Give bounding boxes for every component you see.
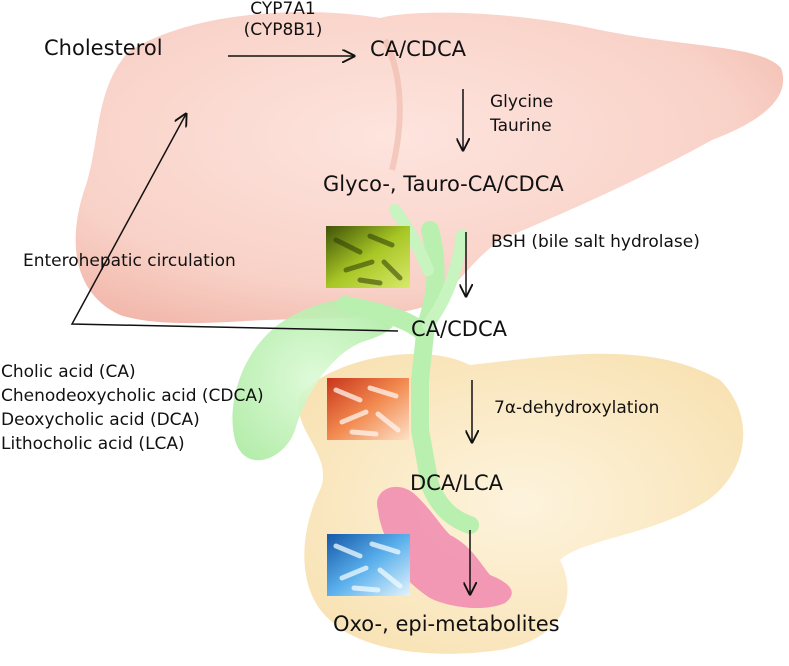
gallbladder-illustration	[232, 299, 396, 461]
ca-cdca-top-label: CA/CDCA	[370, 37, 466, 61]
taurine-label: Taurine	[490, 116, 552, 136]
conjugated-bile-acids-label: Glyco-, Tauro-CA/CDCA	[323, 172, 564, 196]
dca-lca-label: DCA/LCA	[410, 471, 504, 495]
enzyme-cyp7a1-label: CYP7A1	[250, 0, 316, 19]
gut-bacteria-icon-orange	[327, 378, 409, 440]
enterohepatic-circulation-label: Enterohepatic circulation	[23, 251, 236, 271]
enterohepatic-return-line	[70, 114, 399, 332]
enzyme-cyp8b1-label: (CYP8B1)	[243, 20, 323, 40]
dehydroxylation-label: 7α-dehydroxylation	[494, 398, 660, 418]
legend-item: Cholic acid (CA)	[1, 362, 136, 382]
oxo-epi-metabolites-label: Oxo-, epi-metabolites	[333, 612, 560, 636]
liver-illustration	[75, 12, 784, 324]
bsh-label: BSH (bile salt hydrolase)	[491, 232, 700, 252]
ca-cdca-mid-label: CA/CDCA	[411, 317, 507, 341]
cholesterol-label: Cholesterol	[44, 36, 163, 60]
pancreas-illustration	[377, 486, 512, 609]
gut-bacteria-icon-blue	[327, 534, 410, 596]
gut-bacteria-icon-green	[326, 226, 410, 288]
legend-item: Chenodeoxycholic acid (CDCA)	[1, 386, 264, 406]
bile-duct	[336, 221, 479, 534]
legend-item: Deoxycholic acid (DCA)	[1, 410, 200, 430]
glycine-label: Glycine	[490, 92, 554, 112]
legend-item: Lithocholic acid (LCA)	[1, 434, 185, 454]
